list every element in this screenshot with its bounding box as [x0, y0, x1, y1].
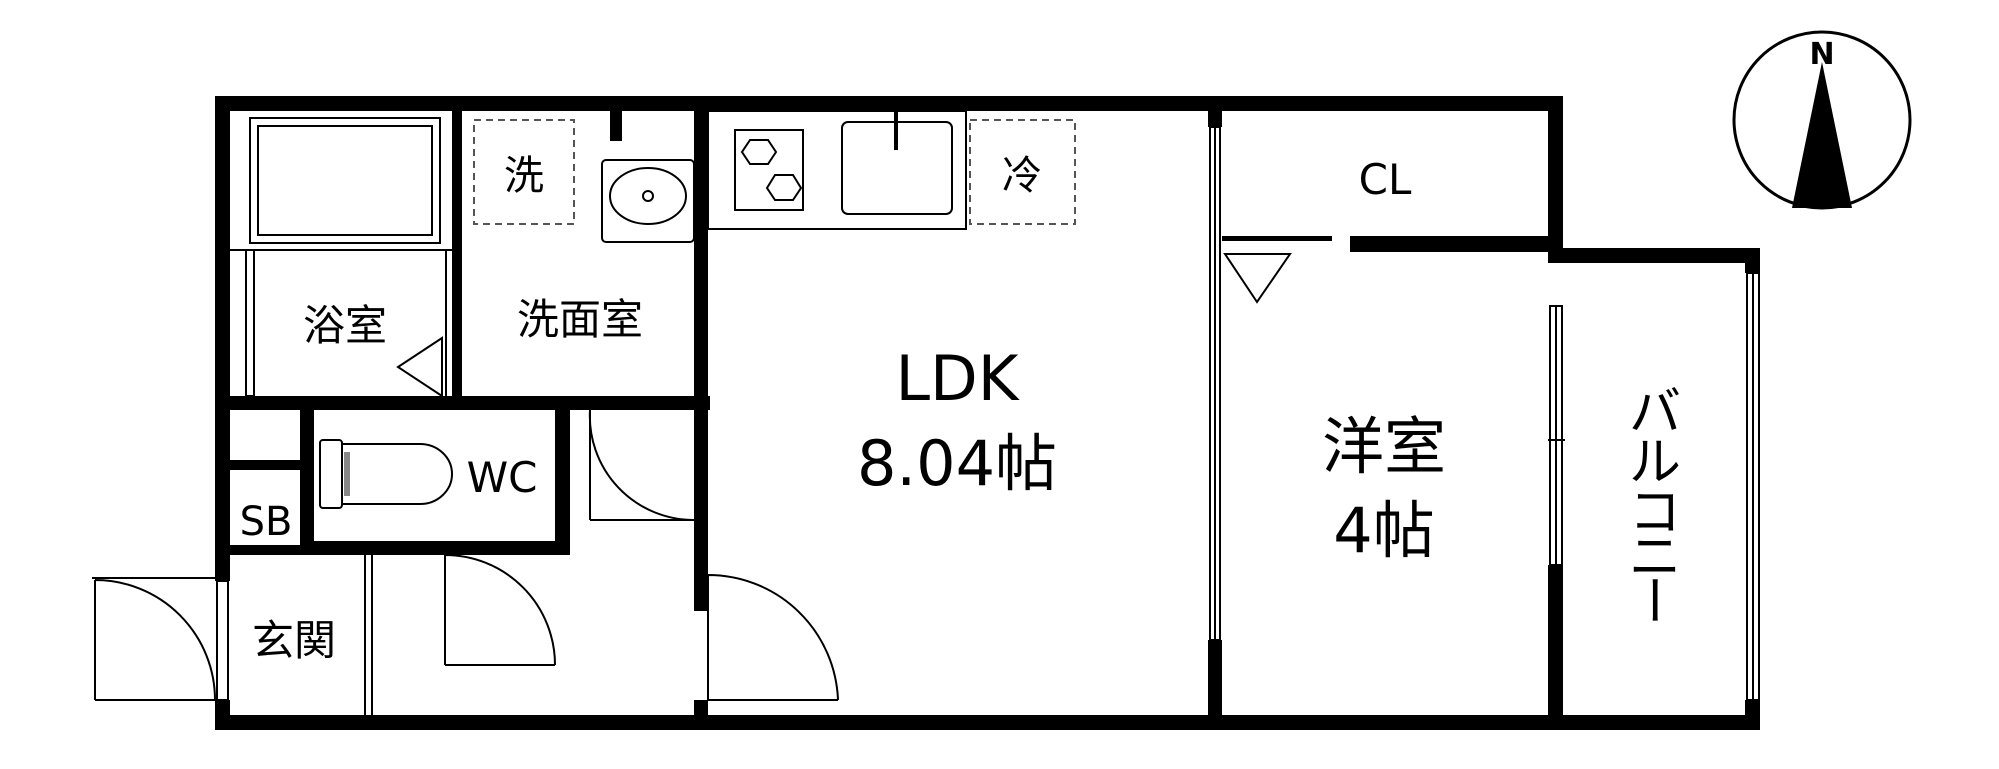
fridge-label: 冷: [1002, 153, 1042, 199]
western-room-name-label: 洋室: [1322, 410, 1446, 483]
windows: [216, 126, 1760, 701]
entrance-label: 玄関: [252, 616, 336, 665]
western-room-size-label: 4帖: [1333, 494, 1434, 567]
washroom-label: 洗面室: [517, 295, 643, 344]
fixtures: [230, 110, 1565, 509]
washer-label: 洗: [504, 153, 544, 199]
balcony-char: ー: [1622, 574, 1682, 626]
balcony-char: ル: [1629, 433, 1681, 493]
interior-walls: [215, 111, 1548, 715]
outer-walls: [215, 96, 1760, 730]
balcony-char: バ: [1629, 383, 1681, 443]
toilet-label: WC: [467, 453, 538, 502]
balcony-label: バ ル コ ニ ー: [1622, 383, 1682, 626]
shoe-box-label: SB: [240, 499, 293, 545]
ldk-size-label: 8.04帖: [857, 427, 1057, 500]
north-arrow-icon: N: [1732, 30, 1912, 210]
fridge-space: [969, 119, 1076, 225]
balcony-char: ニ: [1629, 528, 1681, 588]
bath-label: 浴室: [303, 301, 387, 350]
compass-north-label: N: [1809, 37, 1834, 72]
balcony-char: コ: [1629, 483, 1681, 543]
closet-label: CL: [1359, 155, 1412, 204]
room-labels: LDK 8.04帖 洋室 4帖 CL 浴室 洗面室 洗 冷 WC SB 玄関 バ…: [240, 153, 1682, 665]
doors: [92, 253, 1292, 715]
ldk-name-label: LDK: [896, 342, 1020, 415]
washer-pan: [473, 119, 575, 225]
